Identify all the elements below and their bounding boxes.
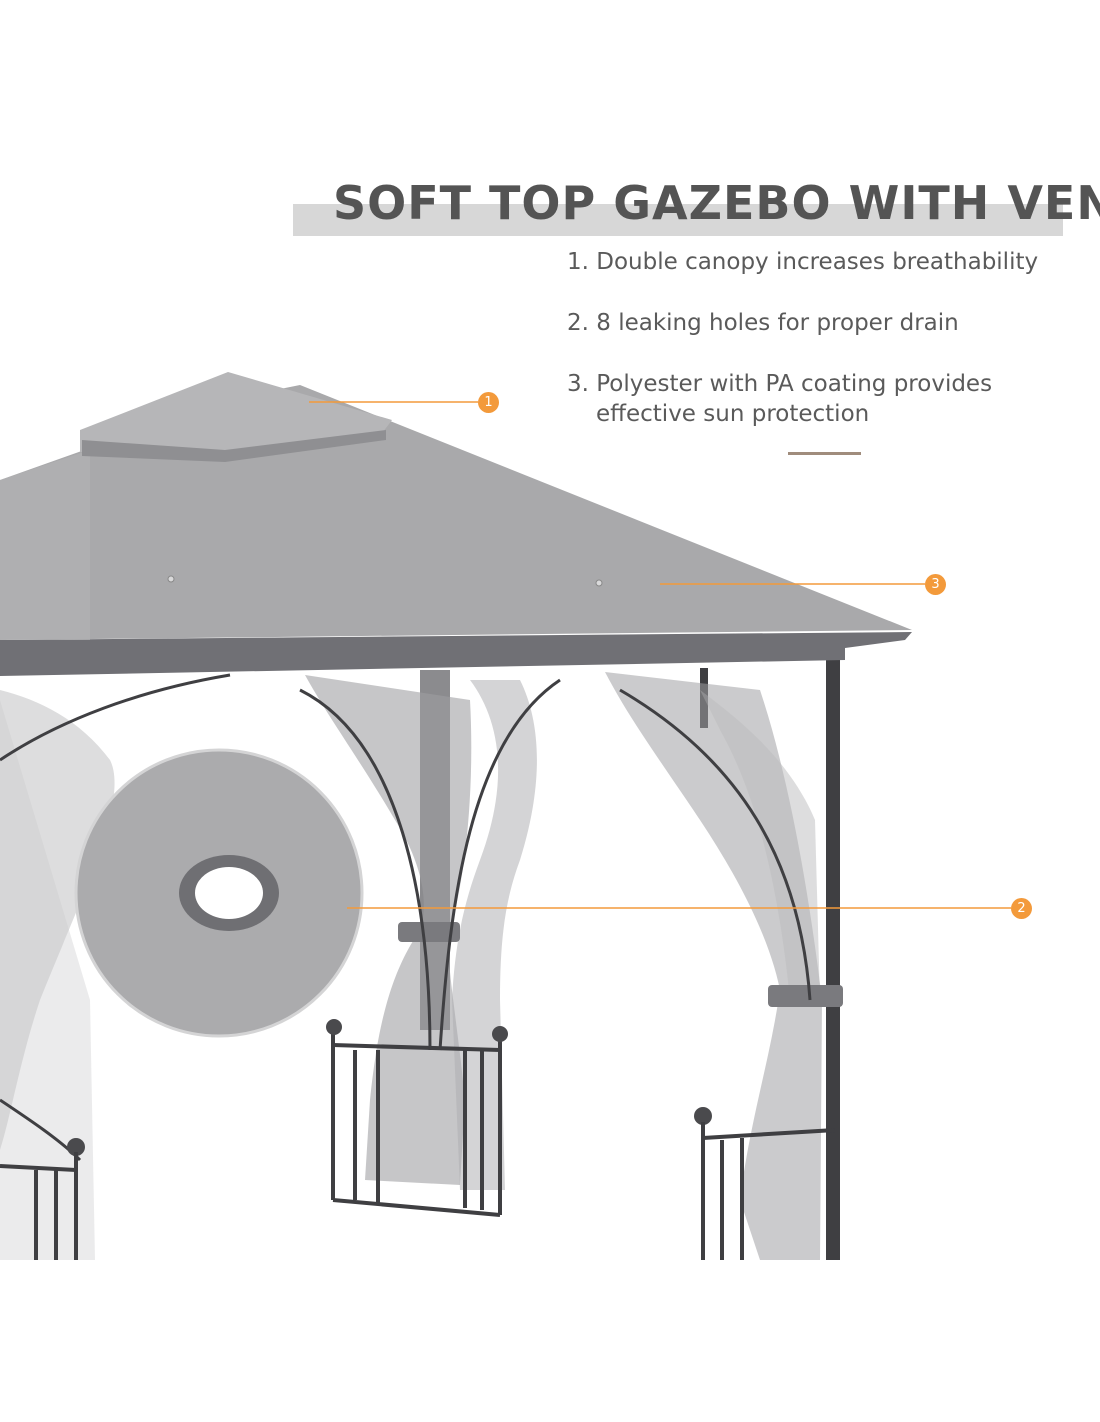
corner-railing-left: [0, 1152, 78, 1260]
railing-finials: [67, 1019, 712, 1156]
vent-gap: [82, 430, 386, 462]
canopy-drain-holes: [167, 575, 603, 587]
feature-1: 1. Double canopy increases breathability: [567, 249, 1039, 275]
accent-divider: [788, 452, 861, 455]
vent-canopy: [80, 372, 392, 460]
feature-2: 2. 8 leaking holes for proper drain: [567, 310, 959, 336]
frame-arches: [0, 673, 812, 1162]
canopy-shade: [0, 450, 90, 640]
callout-badge-1: 1: [478, 392, 499, 413]
callout-badge-3: 3: [925, 574, 946, 595]
canopy-valance: [0, 632, 912, 676]
feature-3-line-1: 3. Polyester with PA coating provides: [567, 371, 993, 397]
feature-3-line-2: effective sun protection: [596, 401, 870, 427]
curtain-ties: [398, 922, 843, 1007]
corner-railing-center: [331, 1030, 502, 1217]
drain-hole-inset: [74, 748, 364, 1038]
callout-badge-2: 2: [1011, 898, 1032, 919]
callout-lines: [309, 401, 1011, 909]
page-title: SOFT TOP GAZEBO WITH VENT: [333, 176, 1100, 230]
corner-railing-right: [701, 1122, 836, 1260]
mesh-netting: [0, 672, 822, 1260]
title-highlight-band: [293, 204, 1063, 236]
